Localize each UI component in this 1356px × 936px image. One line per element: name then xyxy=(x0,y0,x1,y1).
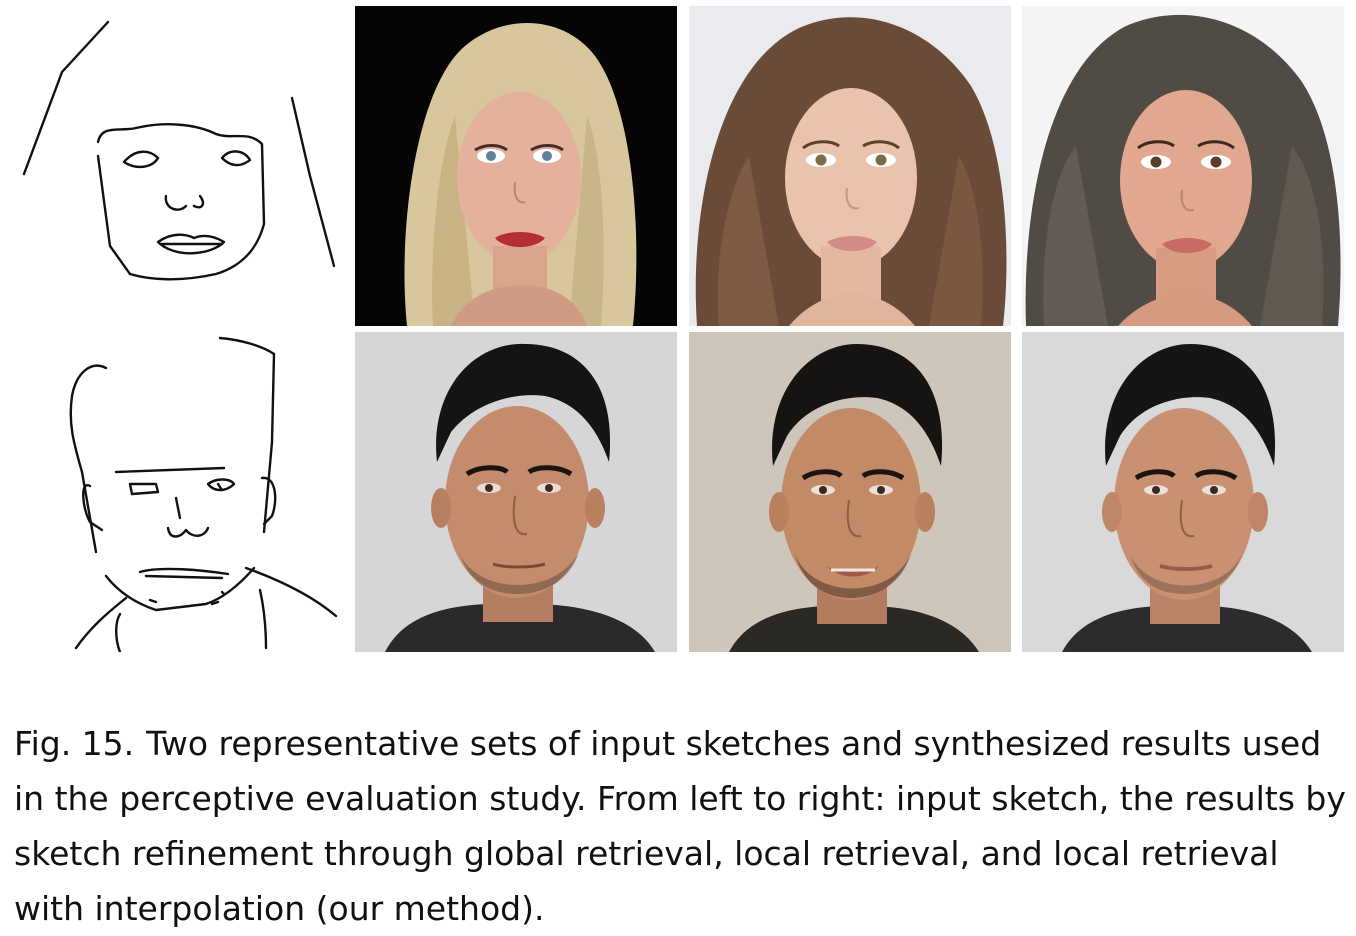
result-global-retrieval-male xyxy=(355,332,677,652)
result-local-retrieval-female xyxy=(689,6,1011,326)
input-sketch-female xyxy=(10,6,348,326)
figure-caption: Fig. 15.Two representative sets of input… xyxy=(14,716,1346,936)
figure-panel xyxy=(10,6,1344,652)
result-local-retrieval-interpolation-female xyxy=(1022,6,1344,326)
figure-caption-text: Two representative sets of input sketche… xyxy=(14,724,1346,928)
result-local-retrieval-interpolation-male xyxy=(1022,332,1344,652)
figure-label: Fig. 15. xyxy=(14,724,135,763)
result-global-retrieval-female xyxy=(355,6,677,326)
input-sketch-male xyxy=(10,332,348,652)
result-local-retrieval-male xyxy=(689,332,1011,652)
